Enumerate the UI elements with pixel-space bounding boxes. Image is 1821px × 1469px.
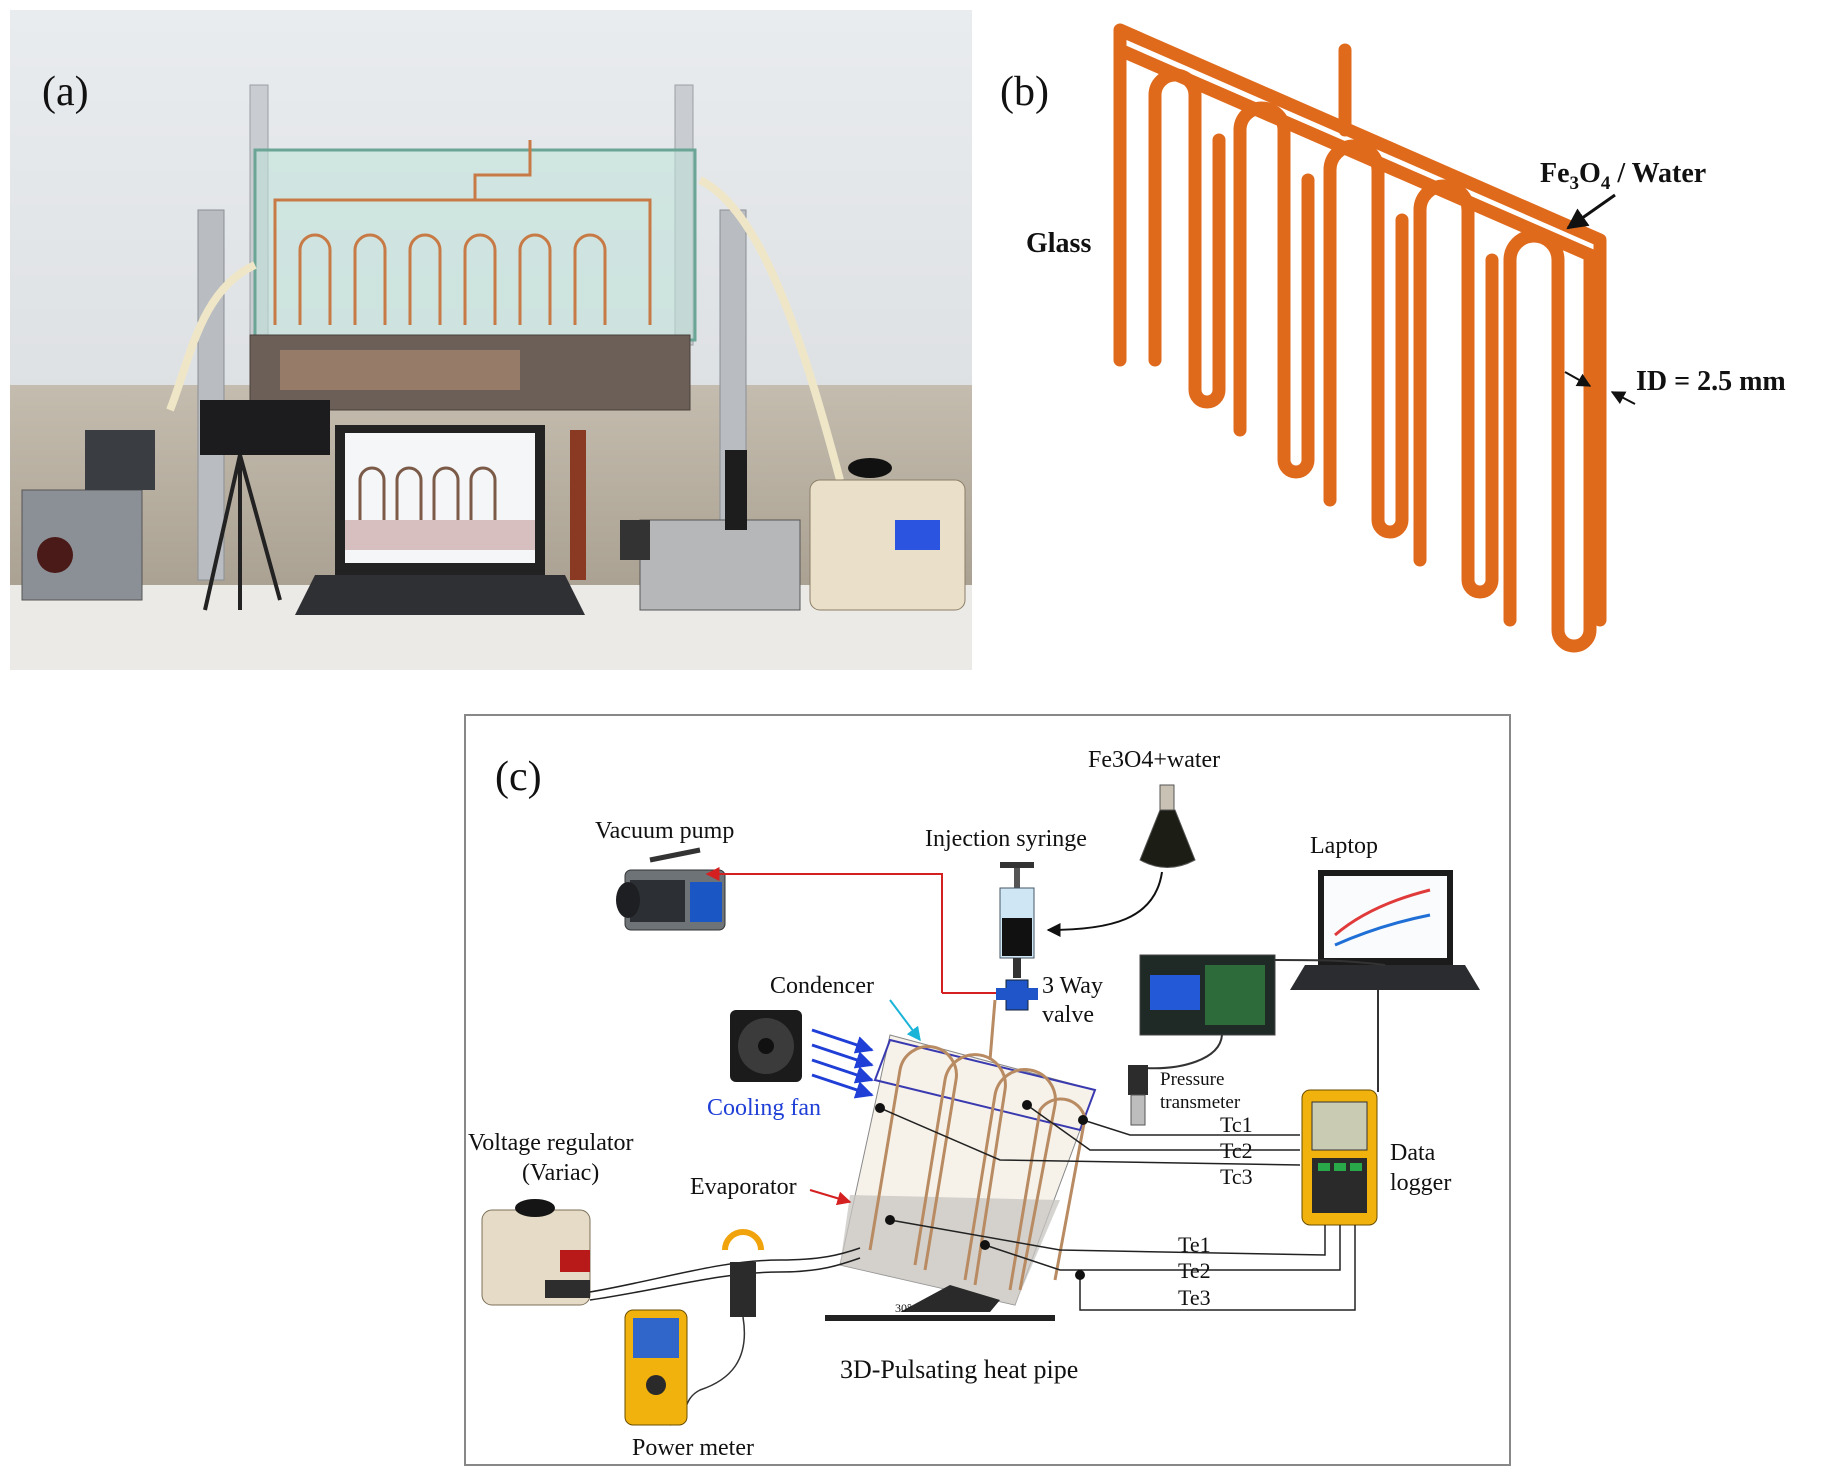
pipe-stand	[900, 1285, 1000, 1312]
vacuum-pump-label: Vacuum pump	[595, 818, 734, 844]
tube-drawing	[1113, 23, 1607, 653]
heat-pipe-label: 3D-Pulsating heat pipe	[840, 1355, 1078, 1384]
angle-label: 30°	[895, 1301, 912, 1315]
electronics-board-icon	[1139, 954, 1276, 1036]
evaporator-pointer	[809, 1189, 852, 1206]
power-meter-label: Power meter	[632, 1435, 754, 1461]
cooling-fan-icon	[730, 1010, 802, 1082]
tc2-label: Tc2	[1220, 1138, 1253, 1163]
te2-label: Te2	[1178, 1258, 1211, 1283]
stand-leg-left	[197, 209, 225, 581]
tube-loop-4	[1413, 179, 1499, 599]
tc3-label: Tc3	[1220, 1164, 1253, 1189]
photo-laptop-image	[358, 466, 497, 520]
panel-a-label: (a)	[42, 69, 89, 115]
thermocouple-points	[875, 1100, 1088, 1280]
pressure-transmitter-icon	[1128, 1065, 1148, 1126]
pipe-base	[825, 1315, 1055, 1321]
vacuum-pump-icon	[616, 847, 726, 931]
variac-cable-2	[589, 1257, 861, 1301]
injection-syringe-label: Injection syringe	[925, 826, 1087, 852]
te3-label: Te3	[1178, 1285, 1211, 1310]
power-meter-icon	[624, 1309, 688, 1426]
clamp-probe-icon	[722, 1229, 764, 1317]
evaporator-label: Evaporator	[690, 1174, 797, 1200]
panel-c-label: (c)	[495, 754, 542, 800]
valve-label: valve	[1042, 1002, 1094, 1028]
condenser-pointer	[889, 999, 921, 1042]
board-to-laptop-cable	[1274, 959, 1386, 966]
variac-icon	[481, 1199, 591, 1306]
id-arrow-right	[1610, 391, 1636, 405]
variac-label: (Variac)	[522, 1160, 599, 1186]
photo-video-camera	[639, 519, 801, 611]
laptop-label: Laptop	[1310, 833, 1378, 859]
thermocouple-wires	[879, 1104, 1356, 1311]
data-label: Data	[1390, 1140, 1436, 1166]
photo-vacuum-pump	[21, 489, 143, 601]
photo-variac-knob	[848, 458, 892, 478]
hose-right	[698, 176, 844, 482]
id-arrow-left	[1564, 371, 1592, 387]
tube-loop-1	[1148, 68, 1226, 409]
flask-to-syringe-arrow	[1046, 871, 1163, 937]
flask-icon	[1139, 784, 1196, 868]
pipe-loops	[868, 999, 1087, 1291]
pressure-label: Pressure	[1160, 1069, 1224, 1090]
fe3o4-water-label: Fe3O4+water	[1088, 747, 1220, 773]
voltage-regulator-label: Voltage regulator	[468, 1130, 634, 1156]
evaporator-zone	[840, 1195, 1060, 1305]
panel-b-label: (b)	[1000, 69, 1049, 115]
panel-c: (c) Vacuum pump Fe3O4+water Injection sy…	[464, 714, 1511, 1466]
three-way-label: 3 Way	[1042, 973, 1103, 999]
fluid-label: Fe3O4 / Water	[1540, 158, 1706, 194]
photo-video-lens	[620, 520, 650, 560]
hose-left	[166, 261, 257, 412]
logger-label: logger	[1390, 1170, 1451, 1196]
fluid-pointer	[1566, 193, 1616, 230]
vacuum-line	[705, 867, 943, 993]
tube-manifold	[1113, 23, 1607, 627]
photo-copper-tube	[273, 140, 652, 325]
laptop-icon	[1290, 870, 1480, 990]
condenser-zone	[873, 1038, 1097, 1132]
panel-a-photo: (a)	[10, 10, 972, 670]
data-logger-icon	[1301, 1089, 1378, 1226]
transmeter-label: transmeter	[1160, 1092, 1241, 1113]
glass-label: Glass	[1026, 228, 1091, 259]
photo-variac	[809, 479, 966, 611]
tube-loop-2	[1233, 101, 1315, 479]
panel-b: (b) Glass Fe3O4 / Water ID = 2.5 mm	[1000, 23, 1786, 653]
id-label: ID = 2.5 mm	[1636, 366, 1786, 397]
three-way-valve-icon	[996, 979, 1038, 1011]
syringe-icon	[999, 862, 1035, 978]
photo-dark-device	[725, 450, 747, 530]
photo-variac-display	[895, 520, 940, 550]
te1-label: Te1	[1178, 1232, 1211, 1257]
tube-loop-3	[1323, 139, 1409, 539]
board-to-sensor-cable	[1144, 1034, 1223, 1070]
fan-airflow-arrows	[811, 1028, 874, 1099]
variac-cable-1	[589, 1247, 861, 1293]
photo-camera	[200, 400, 330, 455]
photo-pump-window	[37, 537, 73, 573]
photo-laptop-image-base	[345, 520, 535, 550]
photo-laptop-keyboard	[295, 575, 585, 615]
condencer-label: Condencer	[770, 973, 874, 999]
cooling-fan-label: Cooling fan	[707, 1095, 821, 1121]
photo-pump-motor	[85, 430, 155, 490]
photo-tripod	[203, 454, 282, 611]
tc1-label: Tc1	[1220, 1112, 1253, 1137]
photo-rod	[570, 430, 586, 580]
tube-loop-5	[1503, 229, 1597, 653]
evaporator-reflection	[280, 350, 520, 390]
